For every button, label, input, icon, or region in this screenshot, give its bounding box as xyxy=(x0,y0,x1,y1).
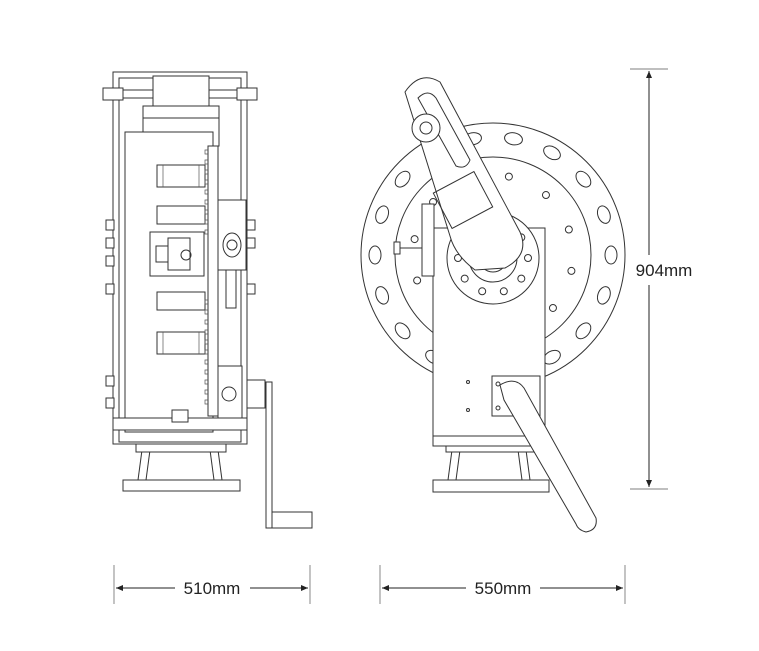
dimension-height: 904mm xyxy=(630,68,693,490)
disc-hole xyxy=(504,132,523,146)
gearbox xyxy=(112,365,248,431)
hub-bolt xyxy=(499,287,508,296)
disc-hole xyxy=(543,145,561,161)
guide-arm xyxy=(404,77,524,271)
disc-hole xyxy=(375,286,390,305)
depth-label: 550mm xyxy=(475,579,532,598)
width-label: 510mm xyxy=(184,579,241,598)
disc-bolt xyxy=(564,225,573,234)
disc-hole xyxy=(368,245,382,265)
disc-bolt xyxy=(504,172,513,181)
disc-hole xyxy=(394,322,411,340)
dimension-depth: 550mm xyxy=(379,565,626,604)
side-crank xyxy=(499,380,597,533)
disc-hole xyxy=(596,286,611,305)
hub-bolt xyxy=(478,287,487,296)
side-legs xyxy=(445,443,537,481)
front-view xyxy=(102,71,313,529)
bearing-bracket xyxy=(217,199,247,271)
lock-knob xyxy=(393,241,422,255)
crank-handle xyxy=(246,379,313,529)
disc-bolt xyxy=(567,266,576,275)
hub-bolt xyxy=(517,274,526,283)
center-hub xyxy=(149,231,205,277)
disc-hole xyxy=(604,245,618,265)
disc-hole xyxy=(575,170,592,188)
disc-bolt xyxy=(548,303,557,312)
hub-bolt xyxy=(460,274,469,283)
disc-bolt xyxy=(413,276,422,285)
disc-bolt xyxy=(410,235,419,244)
base-plate xyxy=(122,479,241,492)
side-view xyxy=(360,77,626,533)
base-legs xyxy=(135,443,227,481)
height-label: 904mm xyxy=(636,261,693,280)
dimension-width: 510mm xyxy=(113,565,311,604)
gear xyxy=(204,145,237,417)
disc-hole xyxy=(596,205,611,224)
side-base-plate xyxy=(432,479,550,493)
disc-hole xyxy=(394,170,411,188)
disc-hole xyxy=(575,322,592,340)
disc-bolt xyxy=(541,191,550,200)
disc-hole xyxy=(375,205,390,224)
frame-bolts xyxy=(105,219,256,409)
top-axle xyxy=(102,75,258,147)
hub-bolt xyxy=(524,254,532,262)
rollers xyxy=(156,164,206,355)
